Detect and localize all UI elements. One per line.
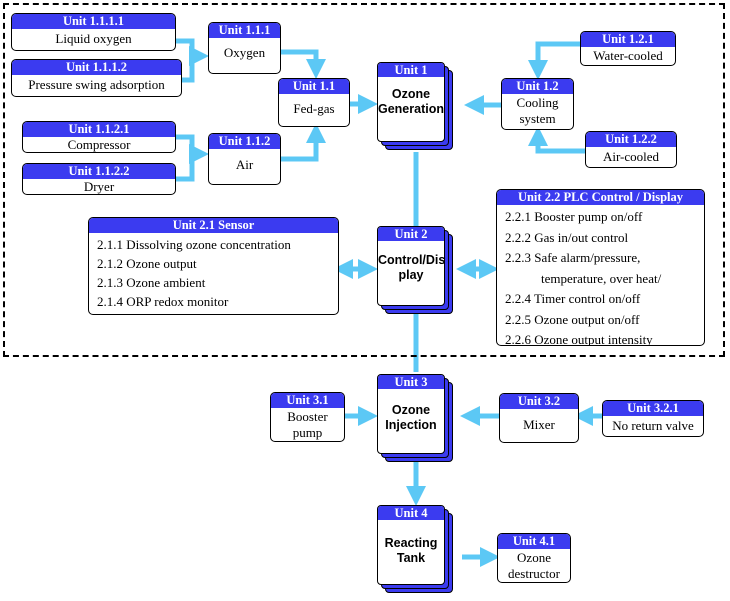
unit-112-label: Air xyxy=(235,157,254,172)
unit-12-header: Unit 1.2 xyxy=(502,79,573,94)
upper-system-boundary xyxy=(3,3,725,357)
unit-1-card: Unit 1 Ozone Generation xyxy=(377,62,445,142)
unit-111-box: Unit 1.1.1 Oxygen xyxy=(208,22,281,74)
unit-321-box: Unit 3.2.1 No return valve xyxy=(602,400,704,437)
unit-32-box: Unit 3.2 Mixer xyxy=(499,393,579,443)
unit-3-title-line1: Ozone xyxy=(391,403,431,417)
unit-31-label-line1: Booster xyxy=(287,409,328,424)
unit-32-label: Mixer xyxy=(523,417,555,432)
unit-11-header: Unit 1.1 xyxy=(279,79,349,94)
unit-1111-box: Unit 1.1.1.1 Liquid oxygen xyxy=(11,13,176,51)
unit-122-label: Air-cooled xyxy=(602,149,660,164)
unit-2-card: Unit 2 Control/Dis play xyxy=(377,226,445,306)
unit-122-box: Unit 1.2.2 Air-cooled xyxy=(585,131,677,168)
unit-321-label: No return valve xyxy=(612,418,694,433)
unit-22-header: Unit 2.2 PLC Control / Display xyxy=(497,190,704,205)
unit-41-box: Unit 4.1 Ozone destructor xyxy=(497,533,571,583)
unit-2-title-line2: play xyxy=(398,268,424,282)
unit-31-box: Unit 3.1 Booster pump xyxy=(270,392,345,442)
unit-121-label: Water-cooled xyxy=(593,48,663,63)
unit-2-stack: Unit 2 Control/Dis play xyxy=(377,226,453,314)
unit-4-title-line2: Tank xyxy=(396,551,426,565)
unit-12-box: Unit 1.2 Cooling system xyxy=(501,78,574,130)
unit-1122-label: Dryer xyxy=(83,179,115,194)
plc-item: 2.2.2 Gas in/out control xyxy=(505,229,629,245)
unit-2-header: Unit 2 xyxy=(378,227,444,241)
unit-31-label-line2: pump xyxy=(292,425,323,440)
unit-1121-label: Compressor xyxy=(67,137,131,152)
unit-41-label-line2: destructor xyxy=(508,566,560,581)
plc-item: 2.2.5 Ozone output on/off xyxy=(505,311,640,327)
unit-121-header: Unit 1.2.1 xyxy=(581,32,675,47)
unit-1122-box: Unit 1.1.2.2 Dryer xyxy=(22,163,176,195)
sensor-item: 2.1.4 ORP redox monitor xyxy=(97,294,229,309)
unit-3-stack: Unit 3 Ozone Injection xyxy=(377,374,453,462)
unit-1-stack: Unit 1 Ozone Generation xyxy=(377,62,453,150)
unit-4-title-line1: Reacting xyxy=(384,536,438,550)
unit-41-label-line1: Ozone xyxy=(517,550,551,565)
unit-1121-header: Unit 1.1.2.1 xyxy=(23,122,175,137)
connector-dryer-to-air xyxy=(176,154,195,182)
unit-1122-header: Unit 1.1.2.2 xyxy=(23,164,175,179)
unit-32-header: Unit 3.2 xyxy=(500,394,578,409)
connector-aircooled-to-cooling xyxy=(528,126,585,154)
plc-item-continuation: temperature, over heat/ xyxy=(541,270,662,286)
connector-air-to-fedgas xyxy=(281,123,326,162)
unit-1-title-line1: Ozone xyxy=(391,87,431,101)
unit-11-label: Fed-gas xyxy=(293,101,335,116)
unit-1112-header: Unit 1.1.1.2 xyxy=(12,60,181,75)
unit-112-header: Unit 1.1.2 xyxy=(209,134,280,149)
plc-item: 2.2.4 Timer control on/off xyxy=(505,291,641,306)
sensor-item: 2.1.2 Ozone output xyxy=(97,256,197,271)
unit-1121-box: Unit 1.1.2.1 Compressor xyxy=(22,121,176,153)
unit-111-label: Oxygen xyxy=(223,45,266,60)
unit-31-header: Unit 3.1 xyxy=(271,393,344,408)
unit-4-card: Unit 4 Reacting Tank xyxy=(377,505,445,585)
connector-liquid-oxygen-to-oxygen xyxy=(176,38,209,66)
unit-122-header: Unit 1.2.2 xyxy=(586,132,676,147)
connector-watercooled-to-cooling xyxy=(528,41,580,80)
unit-1-title-line2: Generation xyxy=(378,102,444,116)
unit-11-box: Unit 1.1 Fed-gas xyxy=(278,78,350,127)
unit-1112-label: Pressure swing adsorption xyxy=(28,77,165,92)
plc-item: 2.2.6 Ozone output intensity xyxy=(505,332,653,346)
connector-oxygen-to-fedgas xyxy=(281,49,326,79)
unit-21-sensor-box: Unit 2.1 Sensor 2.1.1 Dissolving ozone c… xyxy=(88,217,339,315)
plc-item: 2.2.3 Safe alarm/pressure, xyxy=(505,250,641,265)
sensor-item: 2.1.1 Dissolving ozone concentration xyxy=(97,237,291,252)
connector-psa-to-oxygen xyxy=(182,56,195,83)
unit-1111-label: Liquid oxygen xyxy=(55,31,132,46)
unit-321-header: Unit 3.2.1 xyxy=(603,401,703,416)
unit-12-label-line1: Cooling xyxy=(516,95,559,110)
unit-41-header: Unit 4.1 xyxy=(498,534,570,549)
unit-4-header: Unit 4 xyxy=(378,506,444,520)
unit-3-header: Unit 3 xyxy=(378,375,444,389)
unit-4-stack: Unit 4 Reacting Tank xyxy=(377,505,453,593)
unit-1111-header: Unit 1.1.1.1 xyxy=(12,14,175,29)
unit-1-header: Unit 1 xyxy=(378,63,444,77)
unit-3-title-line2: Injection xyxy=(385,418,437,432)
unit-12-label-line2: system xyxy=(519,111,556,126)
unit-121-box: Unit 1.2.1 Water-cooled xyxy=(580,31,676,66)
plc-item: 2.2.1 Booster pump on/off xyxy=(505,209,643,224)
sensor-item: 2.1.3 Ozone ambient xyxy=(97,275,206,290)
unit-22-plc-box: Unit 2.2 PLC Control / Display 2.2.1 Boo… xyxy=(496,189,705,346)
connector-compressor-to-air xyxy=(176,134,209,164)
unit-112-box: Unit 1.1.2 Air xyxy=(208,133,281,185)
unit-111-header: Unit 1.1.1 xyxy=(209,23,280,38)
unit-1112-box: Unit 1.1.1.2 Pressure swing adsorption xyxy=(11,59,182,97)
unit-21-header: Unit 2.1 Sensor xyxy=(89,218,338,233)
unit-2-title-line1: Control/Dis xyxy=(378,253,445,267)
unit-3-card: Unit 3 Ozone Injection xyxy=(377,374,445,454)
